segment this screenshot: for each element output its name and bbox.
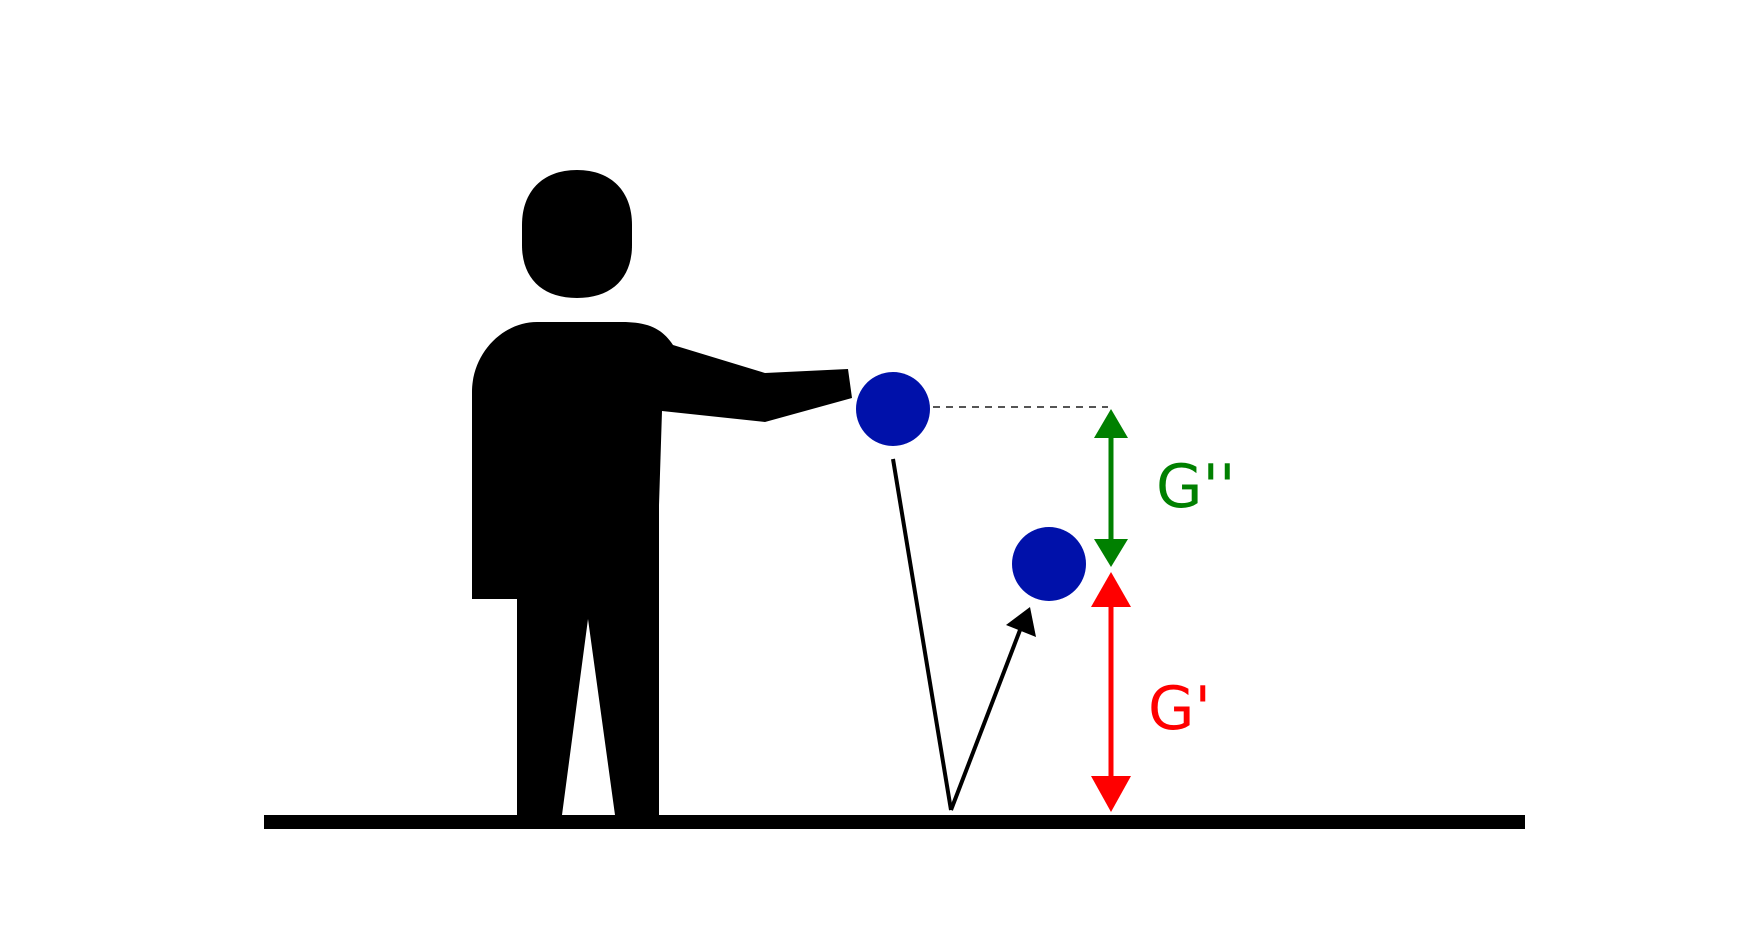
loss-arrow-top-head bbox=[1091, 572, 1131, 607]
storage-arrow-top-head bbox=[1094, 409, 1128, 438]
storage-height-arrow bbox=[1094, 409, 1128, 567]
ball-initial bbox=[856, 372, 930, 446]
storage-arrow-bottom-head bbox=[1094, 539, 1128, 567]
loss-label: G' bbox=[1148, 674, 1211, 744]
bounce-path-up bbox=[949, 616, 1027, 811]
person-body bbox=[472, 322, 852, 815]
loss-arrow-bottom-head bbox=[1091, 776, 1131, 812]
storage-label: G'' bbox=[1156, 452, 1235, 522]
loss-height-arrow bbox=[1091, 572, 1131, 812]
person-head bbox=[522, 170, 632, 298]
bounce-path-down bbox=[891, 458, 953, 811]
ball-rebound bbox=[1012, 527, 1086, 601]
person-silhouette-icon bbox=[472, 170, 852, 815]
ground-line bbox=[264, 815, 1525, 829]
bounce-arrowhead bbox=[1006, 607, 1036, 637]
